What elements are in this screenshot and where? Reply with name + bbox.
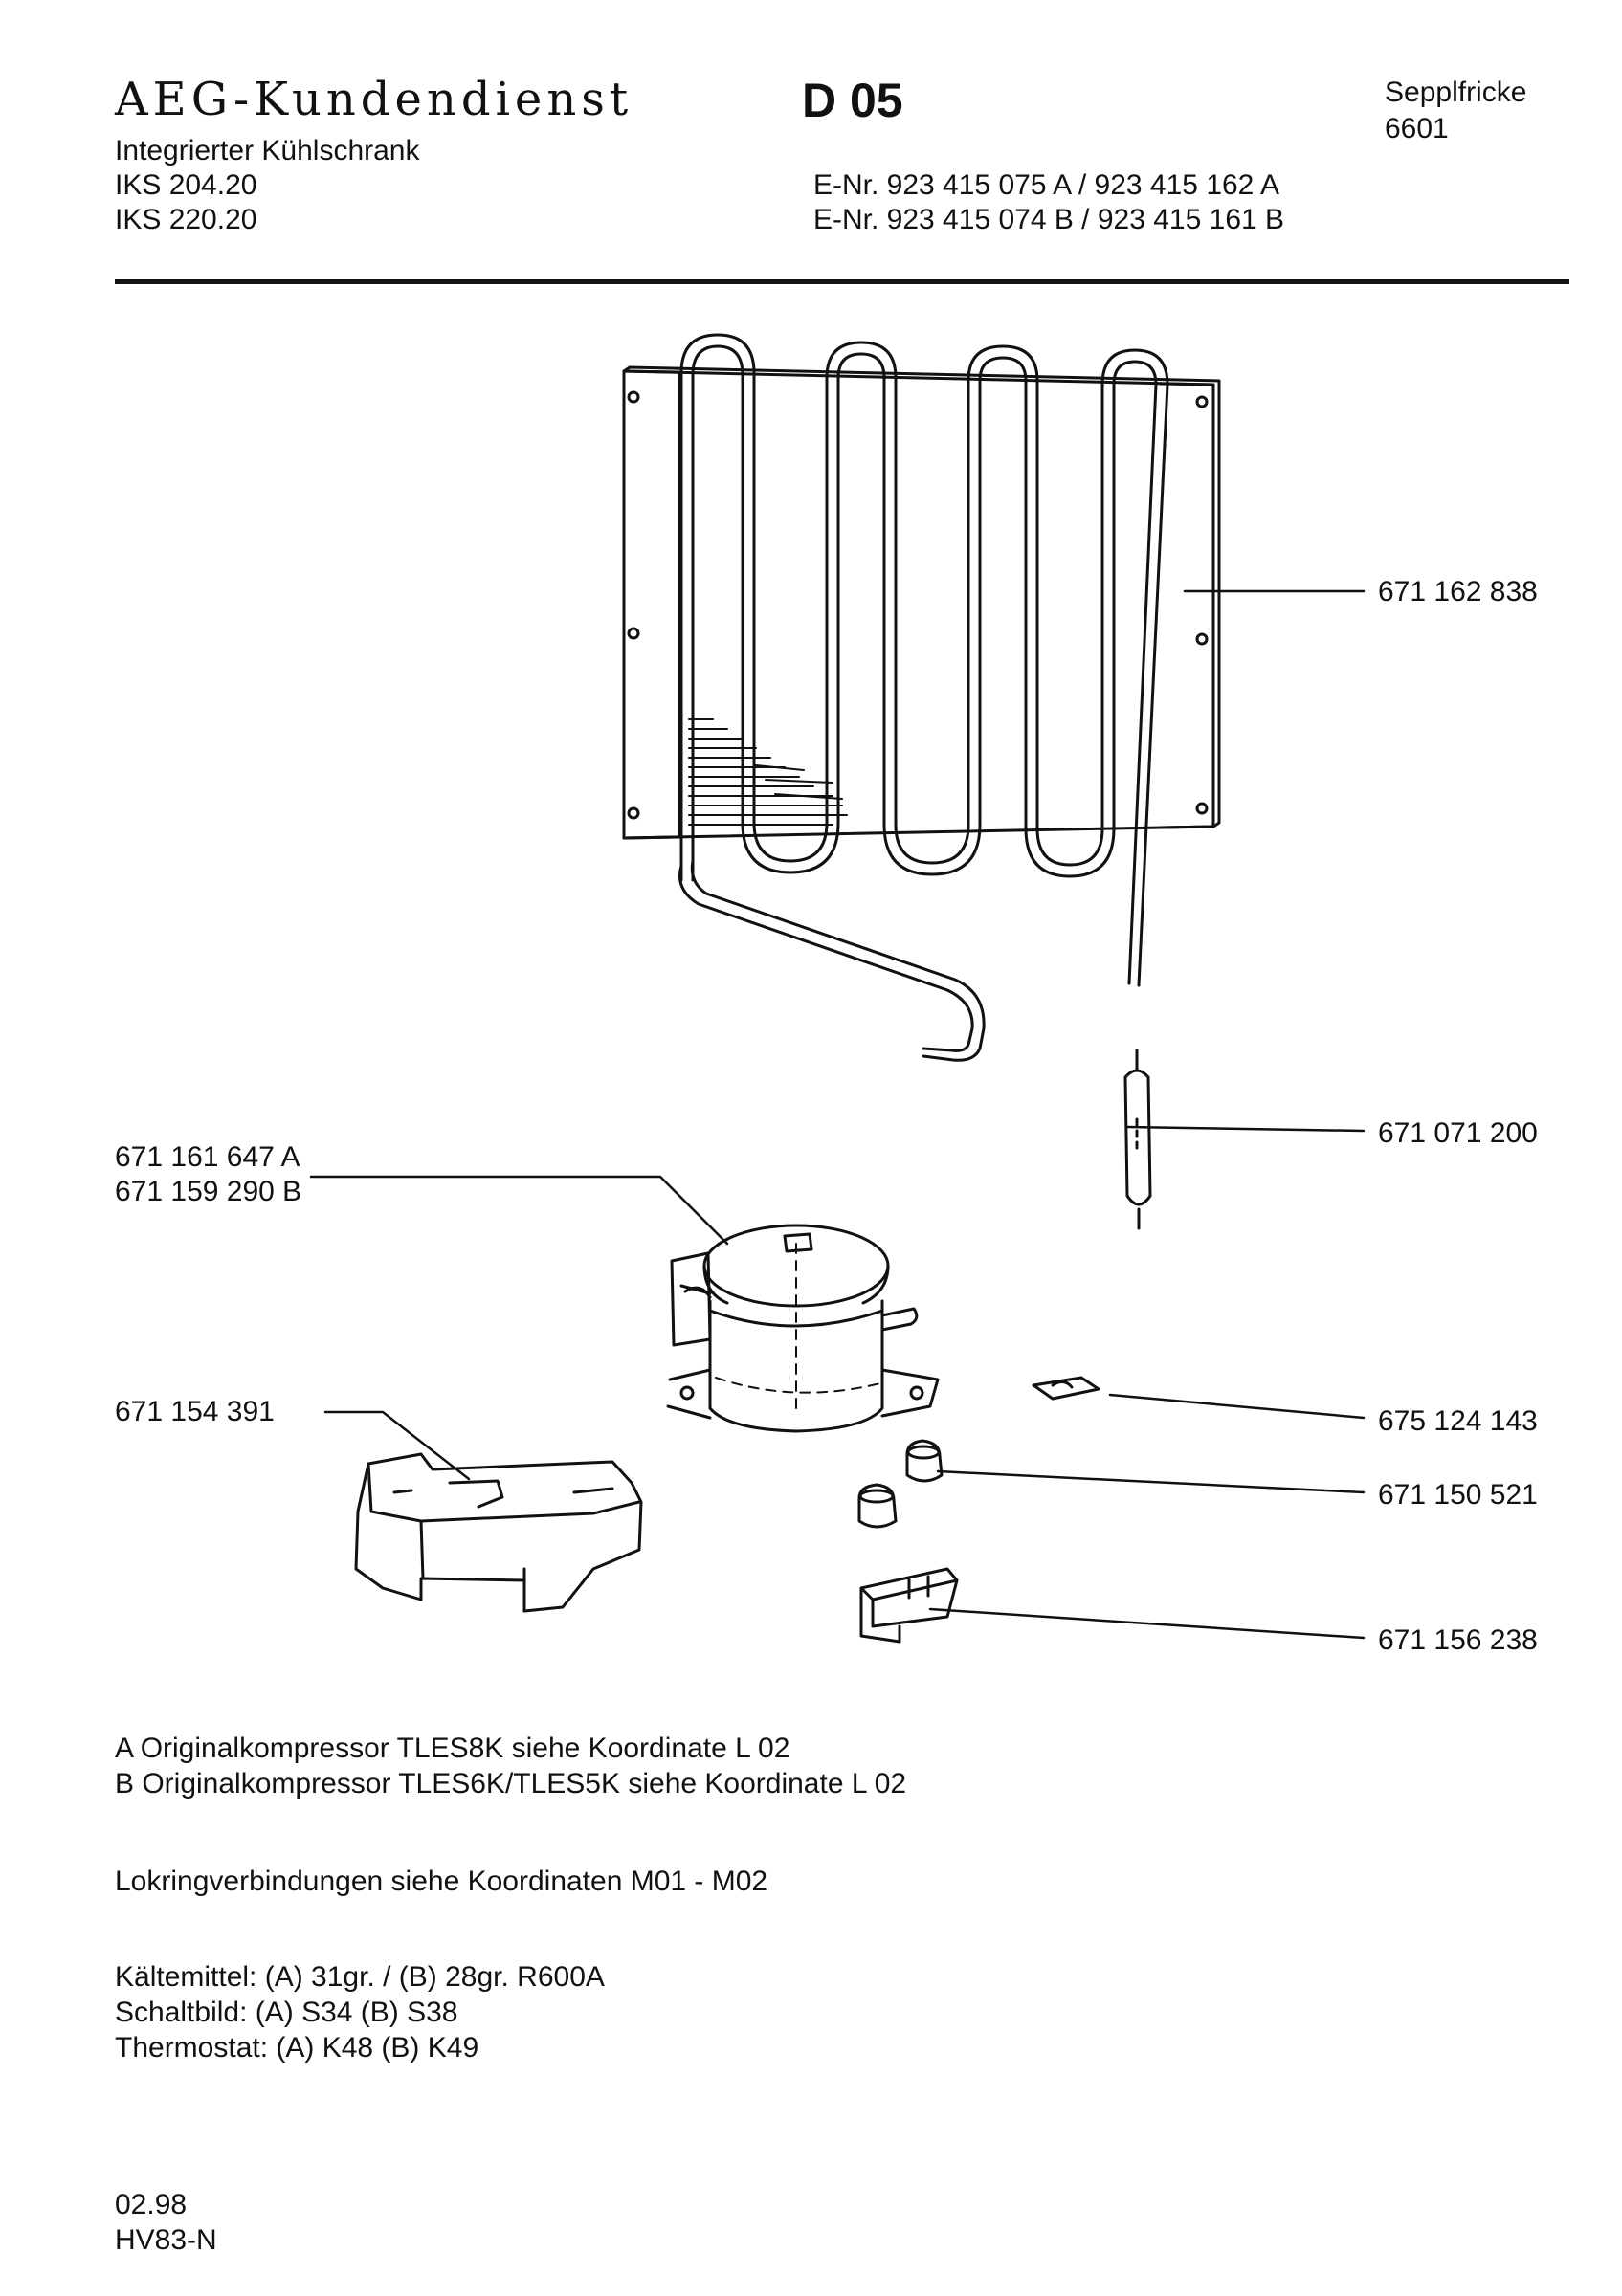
header-rule <box>115 279 1569 284</box>
part-number-condenser: 671 162 838 <box>1378 576 1538 607</box>
clip-drawing <box>1032 1376 1100 1401</box>
condenser-drawing <box>622 333 1221 1062</box>
leader-lines <box>309 589 1366 1640</box>
author-block: Sepplfricke 6601 <box>1385 75 1526 147</box>
part-number-filter-dryer: 671 071 200 <box>1378 1117 1538 1149</box>
footer-code: HV83-N <box>115 2224 217 2256</box>
enr-2: E-Nr. 923 415 074 B / 923 415 161 B <box>813 204 1285 235</box>
rubber-feet-drawing <box>857 1439 944 1529</box>
part-number-base-tray: 671 154 391 <box>115 1396 275 1427</box>
footer-date: 02.98 <box>115 2189 188 2220</box>
part-number-rubber-feet: 671 150 521 <box>1378 1479 1538 1511</box>
brand-title: AEG-Kundendienst <box>115 73 633 126</box>
note-lokring: Lokringverbindungen siehe Koordinaten M0… <box>115 1866 768 1897</box>
compressor-drawing <box>666 1224 940 1433</box>
part-number-compressor-a: 671 161 647 A <box>115 1141 300 1173</box>
filter-dryer-drawing <box>1123 1049 1152 1230</box>
note-compressor-a: A Originalkompressor TLES8K siehe Koordi… <box>115 1733 790 1764</box>
mount-bracket-drawing <box>859 1567 959 1644</box>
note-wiring: Schaltbild: (A) S34 (B) S38 <box>115 1997 458 2028</box>
note-thermostat: Thermostat: (A) K48 (B) K49 <box>115 2032 479 2064</box>
part-number-compressor-b: 671 159 290 B <box>115 1176 302 1207</box>
note-refrigerant: Kältemittel: (A) 31gr. / (B) 28gr. R600A <box>115 1961 605 1993</box>
part-number-clip: 675 124 143 <box>1378 1405 1538 1437</box>
part-number-mount-bracket: 671 156 238 <box>1378 1624 1538 1656</box>
author-name: Sepplfricke <box>1385 77 1527 108</box>
base-tray-drawing <box>354 1452 643 1613</box>
product-name: Integrierter Kühlschrank <box>115 135 420 166</box>
model-2: IKS 220.20 <box>115 204 257 235</box>
note-compressor-b: B Originalkompressor TLES6K/TLES5K siehe… <box>115 1768 907 1799</box>
enr-1: E-Nr. 923 415 075 A / 923 415 162 A <box>813 169 1280 201</box>
author-code: 6601 <box>1385 113 1449 144</box>
document-code: D 05 <box>802 74 903 127</box>
model-1: IKS 204.20 <box>115 169 257 201</box>
